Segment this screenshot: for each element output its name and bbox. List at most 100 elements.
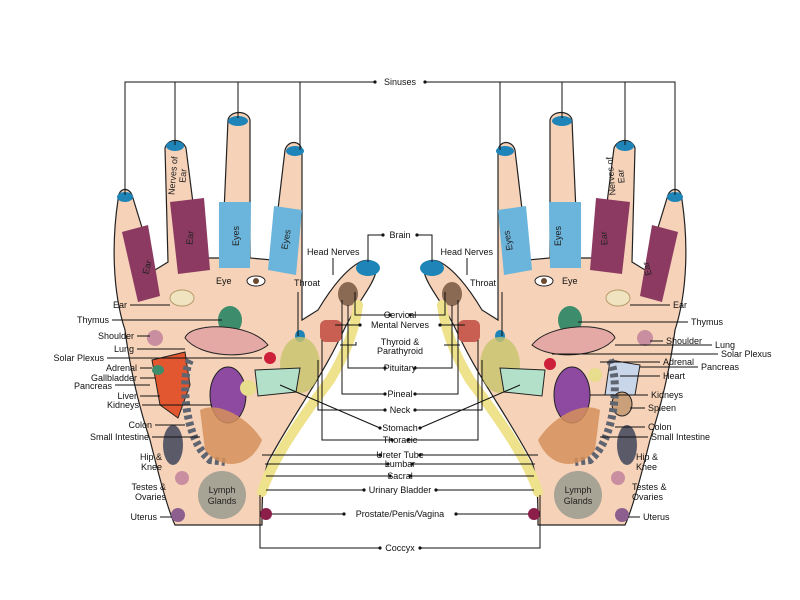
label-urinary-bladder: Urinary Bladder: [369, 485, 432, 495]
left-label-uterus: Uterus: [130, 512, 157, 522]
left-fingertip-ring: [166, 141, 184, 151]
right-testes-zone: [611, 471, 625, 485]
right-pituitary-zone: [442, 282, 462, 306]
right-label-spleen: Spleen: [648, 403, 676, 413]
label-pineal: Pineal: [387, 389, 412, 399]
right-label-heart: Heart: [663, 371, 686, 381]
finger-eyes-left-index: Eyes: [279, 228, 292, 250]
right-labels: Head Nerves Throat Eye Ear Thymus Should…: [440, 247, 772, 522]
right-prostate-zone: [528, 508, 540, 520]
left-label-ear: Ear: [113, 300, 127, 310]
right-label-uterus: Uterus: [643, 512, 670, 522]
finger-ear-right-ring: Ear: [598, 231, 609, 246]
left-label-thymus: Thymus: [77, 315, 110, 325]
finger-text-right: Ear Ear Nerves of Ear Eyes Eyes Lymph Gl…: [501, 156, 653, 506]
label-prostate: Prostate/Penis/Vagina: [356, 509, 444, 519]
finger-nerves-ear-right-1: Nerves of: [604, 156, 617, 196]
left-fingertip-middle: [228, 116, 248, 126]
lymph-glands-left-2: Glands: [208, 496, 237, 506]
right-intestine-zone: [538, 407, 600, 464]
left-label-testes-2: Ovaries: [135, 492, 167, 502]
left-eyes-zone-middle: [219, 202, 251, 268]
right-pancreas-zone: [588, 368, 602, 382]
right-ear-zone-ring: [590, 198, 630, 274]
label-sacral: Sacral: [387, 471, 413, 481]
finger-eyes-left-middle: Eyes: [231, 225, 241, 246]
right-hip-knee-zone: [617, 425, 637, 465]
left-label-eye: Eye: [216, 276, 232, 286]
left-brain-zone: [356, 260, 380, 276]
finger-eyes-right-middle: Eyes: [553, 225, 563, 246]
left-lung-zone: [184, 326, 269, 356]
left-label-throat: Throat: [294, 278, 321, 288]
right-label-lung: Lung: [715, 340, 735, 350]
left-eye-pupil: [253, 278, 259, 284]
left-testes-zone: [175, 471, 189, 485]
right-colon-zone: [574, 358, 619, 466]
label-pituitary: Pituitary: [384, 363, 417, 373]
left-lymph-glands-zone: [198, 471, 246, 519]
lymph-glands-right-2: Glands: [564, 496, 593, 506]
label-sinuses: Sinuses: [384, 77, 417, 87]
right-label-pancreas: Pancreas: [701, 362, 740, 372]
left-label-pancreas: Pancreas: [74, 381, 113, 391]
left-eyes-zone-index: [268, 206, 302, 275]
label-stomach: Stomach: [382, 423, 418, 433]
finger-text-left: Ear Ear Nerves of Ear Eyes Eyes Lymph Gl…: [140, 156, 292, 506]
left-intestine-zone: [200, 407, 262, 464]
left-hip-knee-zone: [163, 425, 183, 465]
right-label-thymus: Thymus: [691, 317, 724, 327]
left-label-solar-plexus: Solar Plexus: [53, 353, 104, 363]
finger-ear-left-ring: Ear: [184, 230, 195, 245]
left-uterus-zone: [171, 508, 185, 522]
right-ear-zone-pinky: [640, 225, 678, 302]
left-label-liver: Liver: [117, 391, 137, 401]
label-thoracic: Thoracic: [383, 435, 418, 445]
right-label-ear: Ear: [673, 300, 687, 310]
right-fingertip-pinky: [667, 192, 683, 202]
right-label-hip-1: Hip &: [636, 452, 658, 462]
left-label-kidneys: Kidneys: [107, 400, 140, 410]
left-label-hip-2: Knee: [141, 462, 162, 472]
finger-eyes-right-index: Eyes: [501, 229, 514, 251]
leader-dots: [342, 80, 458, 550]
label-thyroid-1: Thyroid &: [381, 337, 420, 347]
label-coccyx: Coccyx: [385, 543, 415, 553]
right-uterus-zone: [615, 508, 629, 522]
right-label-hip-2: Knee: [636, 462, 657, 472]
right-eyes-zone-index: [498, 206, 532, 275]
left-label-head-nerves: Head Nerves: [307, 247, 360, 257]
label-ureter-tube: Ureter Tube: [376, 450, 424, 460]
label-lumbar: Lumbar: [385, 459, 416, 469]
right-stomach-zone: [499, 367, 546, 397]
left-label-gallbladder: Gallbladder: [91, 373, 137, 383]
right-shoulder-zone: [637, 330, 653, 346]
right-eye-pupil: [541, 278, 547, 284]
right-ear-shape: [605, 289, 631, 307]
left-ear-shape: [169, 289, 195, 307]
finger-nerves-ear-right-2: Ear: [615, 169, 626, 184]
right-label-kidneys: Kidneys: [651, 390, 684, 400]
label-neck: Neck: [390, 405, 411, 415]
right-label-small-intestine: Small Intestine: [651, 432, 710, 442]
right-label-throat: Throat: [470, 278, 497, 288]
finger-nerves-ear-left-2: Ear: [177, 168, 188, 183]
right-label-testes-2: Ovaries: [632, 492, 664, 502]
left-label-lung: Lung: [114, 344, 134, 354]
lymph-glands-right-1: Lymph: [565, 485, 592, 495]
finger-nerves-ear-left-1: Nerves of: [166, 156, 179, 196]
right-label-eye: Eye: [562, 276, 578, 286]
label-cervical: Cervical: [384, 310, 417, 320]
right-label-shoulder: Shoulder: [666, 336, 702, 346]
right-thyroid-zone: [458, 320, 480, 342]
right-fingertip-middle: [552, 116, 572, 126]
center-labels: Sinuses Brain Cervical Mental Nerves Thy…: [356, 77, 444, 553]
left-ear-zone-ring: [170, 198, 210, 274]
right-eyes-zone-middle: [549, 202, 581, 268]
label-brain: Brain: [389, 230, 410, 240]
left-label-adrenal: Adrenal: [106, 363, 137, 373]
finger-ear-left-pinky: Ear: [140, 259, 153, 275]
left-thyroid-zone: [320, 320, 342, 342]
left-labels: Head Nerves Throat Eye Ear Thymus Should…: [53, 247, 360, 522]
